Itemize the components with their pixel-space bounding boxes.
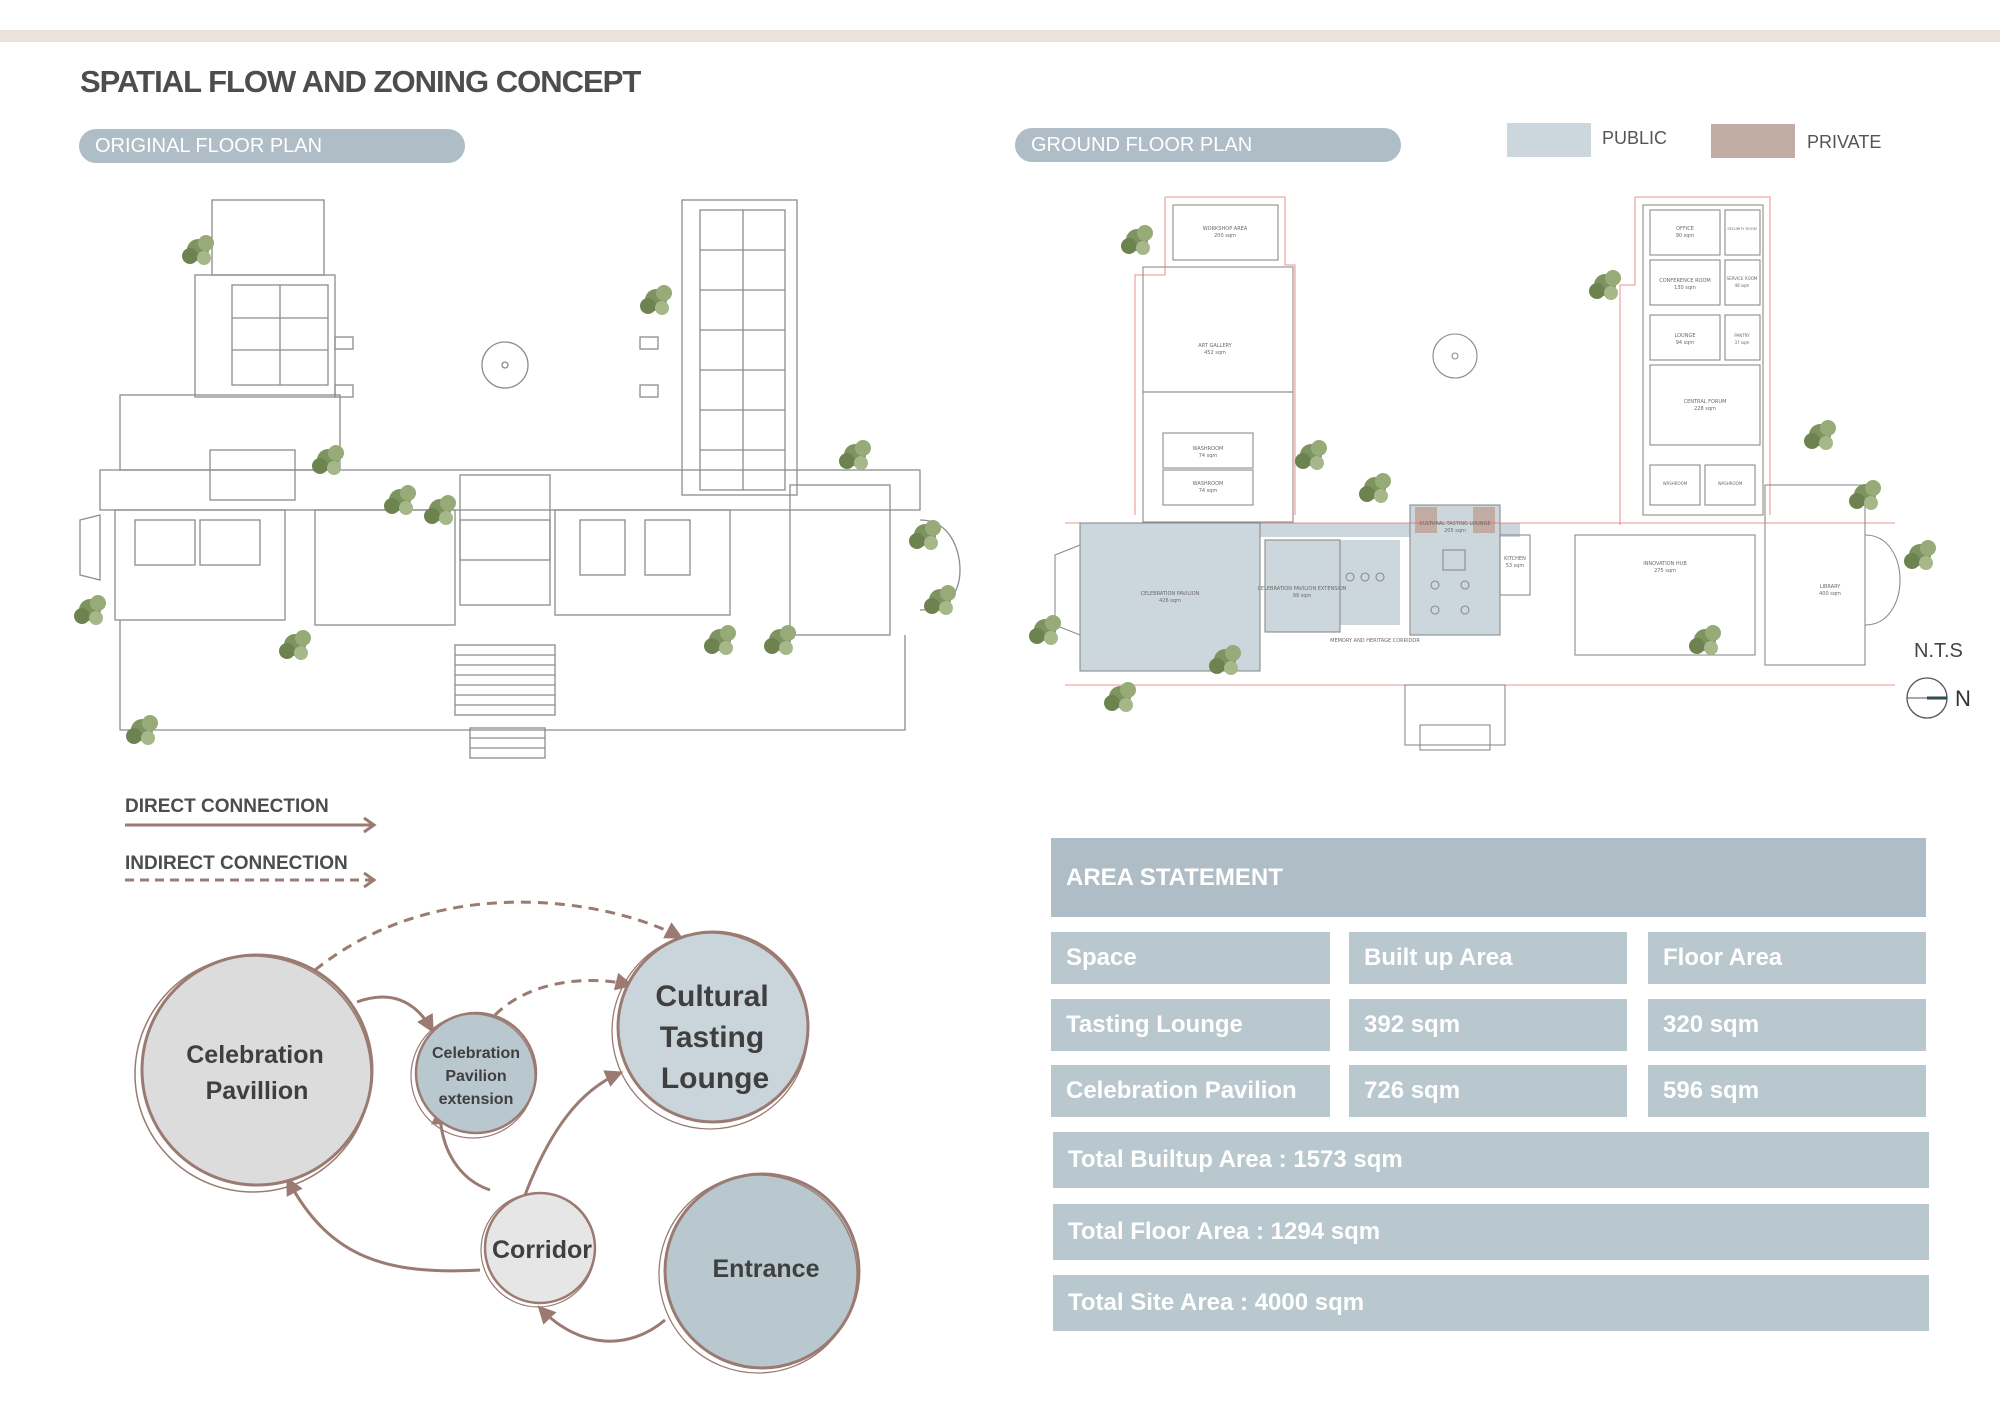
legend-private-swatch (1711, 124, 1795, 158)
page-title: SPATIAL FLOW AND ZONING CONCEPT (80, 64, 641, 99)
room-office: OFFICE (1676, 226, 1694, 232)
table-row-celebration-pavilion-space: Celebration Pavilion (1051, 1065, 1330, 1117)
room-washroom-2-area: 74 sqm (1199, 488, 1218, 494)
bubble-label-extension-3: extension (439, 1091, 514, 1108)
room-office-area: 90 sqm (1676, 233, 1695, 239)
table-row-tasting-lounge-floor: 320 sqm (1648, 999, 1926, 1051)
legend-private-label: PRIVATE (1807, 132, 1882, 152)
table-row-tasting-lounge-space: Tasting Lounge (1051, 999, 1330, 1051)
room-washroom-2: WASHROOM (1193, 481, 1224, 487)
bubble-celebration-pavilion (140, 953, 374, 1187)
room-workshop-area: 200 sqm (1214, 233, 1236, 239)
table-header-space: Space (1051, 932, 1330, 984)
area-statement-title: AREA STATEMENT (1051, 838, 1926, 917)
total-floor-area: Total Floor Area : 1294 sqm (1053, 1204, 1929, 1260)
private-zone-b (1473, 507, 1495, 533)
ground-floor-plan: WORKSHOP AREA 200 sqm ART GALLERY 452 sq… (1029, 196, 1936, 751)
room-kitchen-area: 53 sqm (1506, 563, 1525, 569)
public-zone-corridor (1340, 540, 1400, 625)
room-memory-corridor: MEMORY AND HERITAGE CORRIDOR (1330, 638, 1420, 644)
room-washroom-1-area: 74 sqm (1199, 453, 1218, 459)
original-floor-plan-label: ORIGINAL FLOOR PLAN (79, 129, 465, 163)
bubble-label-lounge-2: Tasting (660, 1021, 764, 1054)
room-service-area: 48 sqm (1735, 283, 1750, 288)
room-innovation-hub: INNOVATION HUB (1643, 561, 1687, 567)
arrow-corridor-pavilion (286, 1176, 481, 1273)
table-header-built-up-area: Built up Area (1349, 932, 1627, 984)
bubble-entrance (663, 1172, 861, 1370)
room-lounge: LOUNGE (1675, 333, 1696, 339)
room-library: LIBRARY (1820, 584, 1842, 590)
bubble-label-corridor: Corridor (492, 1236, 592, 1264)
table-row-celebration-pavilion-builtup: 726 sqm (1349, 1065, 1627, 1117)
room-tasting-lounge: CULTURAL TASTING LOUNGE (1420, 521, 1491, 527)
direct-connection-label: DIRECT CONNECTION (125, 796, 329, 817)
indirect-arrow-pavilion-lounge (314, 900, 684, 972)
room-extension-area: 99 sqm (1293, 593, 1312, 599)
legend-public-swatch (1507, 123, 1591, 157)
north-arrow-icon: N (1906, 677, 1971, 719)
total-builtup-area: Total Builtup Area : 1573 sqm (1053, 1132, 1929, 1188)
room-extension: CELEBRATION PAVILION EXTENSION (1257, 586, 1346, 592)
room-celebration-pavilion: CELEBRATION PAVILION (1141, 591, 1200, 597)
scale-note: N.T.S (1914, 640, 1963, 662)
arrow-entrance-corridor (537, 1305, 666, 1343)
indirect-connection-label: INDIRECT CONNECTION (125, 853, 348, 874)
room-library-area: 400 sqm (1819, 591, 1841, 597)
room-service: SERVICE ROOM (1727, 276, 1758, 281)
public-zone-extension (1265, 540, 1340, 632)
room-pantry-area: 37 sqm (1735, 340, 1750, 345)
north-label: N (1955, 686, 1971, 711)
bubble-label-extension-2: Pavilion (445, 1068, 506, 1085)
room-tasting-lounge-area: 205 sqm (1444, 528, 1466, 534)
room-workshop: WORKSHOP AREA (1203, 226, 1248, 232)
bubble-label-extension-1: Celebration (432, 1045, 520, 1062)
bubble-label-lounge-3: Lounge (661, 1062, 769, 1095)
room-celebration-pavilion-area: 426 sqm (1159, 598, 1181, 604)
arrow-corridor-lounge (523, 1070, 624, 1196)
room-art-gallery-area: 452 sqm (1204, 350, 1226, 356)
top-accent-strip (0, 30, 2000, 42)
bubble-pavilion-extension (414, 1011, 538, 1135)
room-lounge-area: 94 sqm (1676, 340, 1695, 346)
indirect-arrow-extension-lounge (493, 972, 634, 1017)
room-pantry: PANTRY (1734, 333, 1750, 338)
bubble-label-lounge-1: Cultural (655, 980, 768, 1013)
room-washroom-3: WASHROOM (1663, 481, 1688, 486)
table-row-celebration-pavilion-floor: 596 sqm (1648, 1065, 1926, 1117)
table-row-tasting-lounge-builtup: 392 sqm (1349, 999, 1627, 1051)
arrow-pavilion-extension (356, 995, 434, 1034)
total-site-area: Total Site Area : 4000 sqm (1053, 1275, 1929, 1331)
connection-legend-arrows (125, 816, 377, 889)
room-central-forum: CENTRAL FORUM (1684, 399, 1727, 405)
room-kitchen: KITCHEN (1504, 556, 1526, 562)
table-header-floor-area: Floor Area (1648, 932, 1926, 984)
room-security: SECURITY ROOM (1727, 227, 1756, 231)
room-washroom-1: WASHROOM (1193, 446, 1224, 452)
bubble-label-celebration-1: Celebration (186, 1041, 324, 1069)
spatial-flow-bubble-diagram: Celebration Pavillion Celebration Pavili… (134, 900, 861, 1374)
bubble-label-celebration-2: Pavillion (206, 1077, 309, 1105)
legend-public-label: PUBLIC (1602, 128, 1668, 148)
private-zone-a (1415, 507, 1437, 533)
original-floor-plan (74, 199, 961, 759)
room-central-forum-area: 228 sqm (1694, 406, 1716, 412)
room-art-gallery: ART GALLERY (1198, 343, 1232, 349)
room-conference: CONFERENCE ROOM (1659, 278, 1710, 284)
bubble-label-entrance: Entrance (713, 1255, 820, 1283)
room-innovation-hub-area: 275 sqm (1654, 568, 1676, 574)
room-conference-area: 130 sqm (1674, 285, 1696, 291)
ground-floor-plan-label: GROUND FLOOR PLAN (1015, 128, 1401, 162)
room-washroom-4: WASHROOM (1718, 481, 1743, 486)
